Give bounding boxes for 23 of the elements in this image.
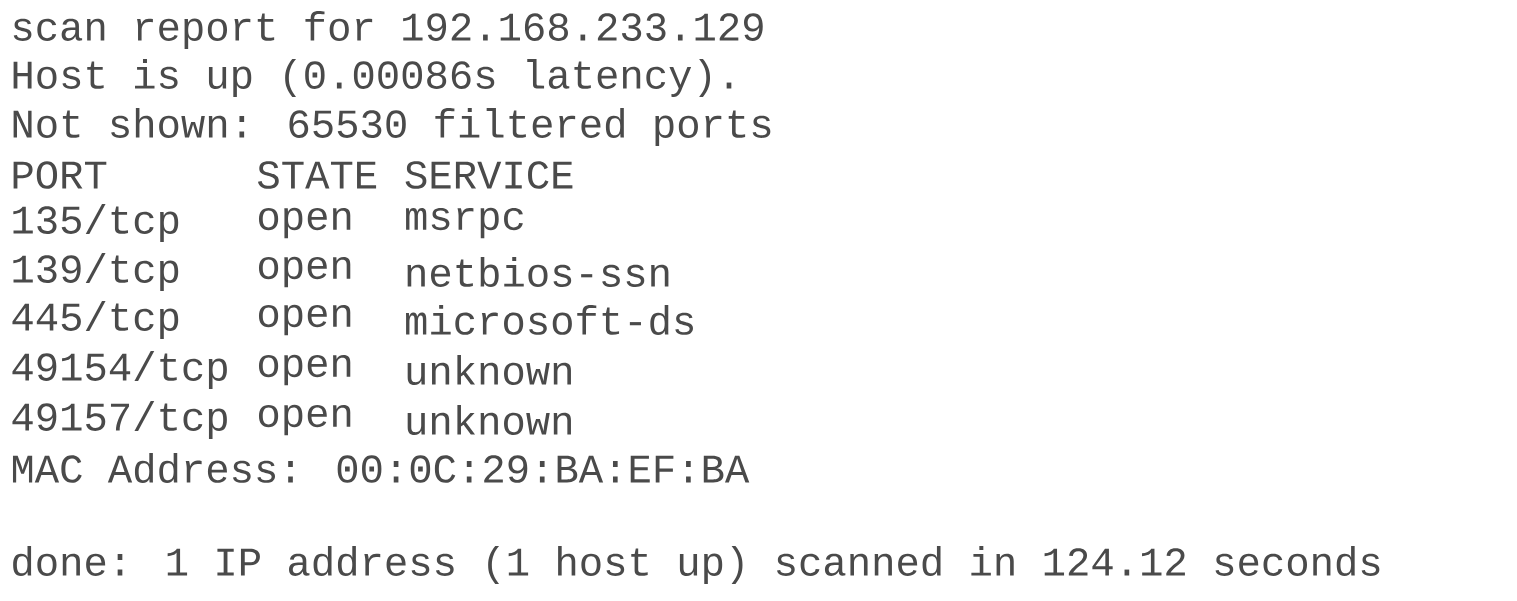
service-name: unknown	[407, 405, 571, 435]
state-entry: open	[259, 256, 351, 288]
state-entry: open	[259, 304, 351, 336]
port-entry: 445/tcp	[12, 301, 179, 339]
service-name: netbios-ssn	[407, 257, 669, 287]
service-name: unknown	[407, 355, 571, 385]
column-header: STATE	[257, 161, 377, 189]
port-entry: 139/tcp	[13, 253, 179, 291]
output-line: scan report for 192.168.233.129	[13, 11, 763, 49]
port-entry: 49154/tcp	[12, 351, 227, 389]
output-line: MAC Address: 00:0C:29:BA:EF:BA	[13, 453, 750, 483]
column-header: SERVICE	[405, 161, 573, 189]
service-name: msrpc	[406, 207, 523, 239]
service-name: microsoft-ds	[406, 305, 693, 335]
state-entry: open	[259, 404, 351, 436]
state-entry: open	[259, 354, 351, 386]
state-entry: open	[259, 207, 351, 239]
port-entry: 49157/tcp	[12, 401, 227, 439]
column-header: PORT	[13, 161, 107, 189]
output-line: done: 1 IP address (1 host up) scanned in 124.12 seconds	[13, 546, 1380, 584]
output-line: Not shown: 65530 filtered ports	[13, 108, 771, 146]
output-line: Host is up (0.00086s latency).	[13, 59, 732, 97]
port-entry: 135/tcp	[13, 204, 179, 242]
